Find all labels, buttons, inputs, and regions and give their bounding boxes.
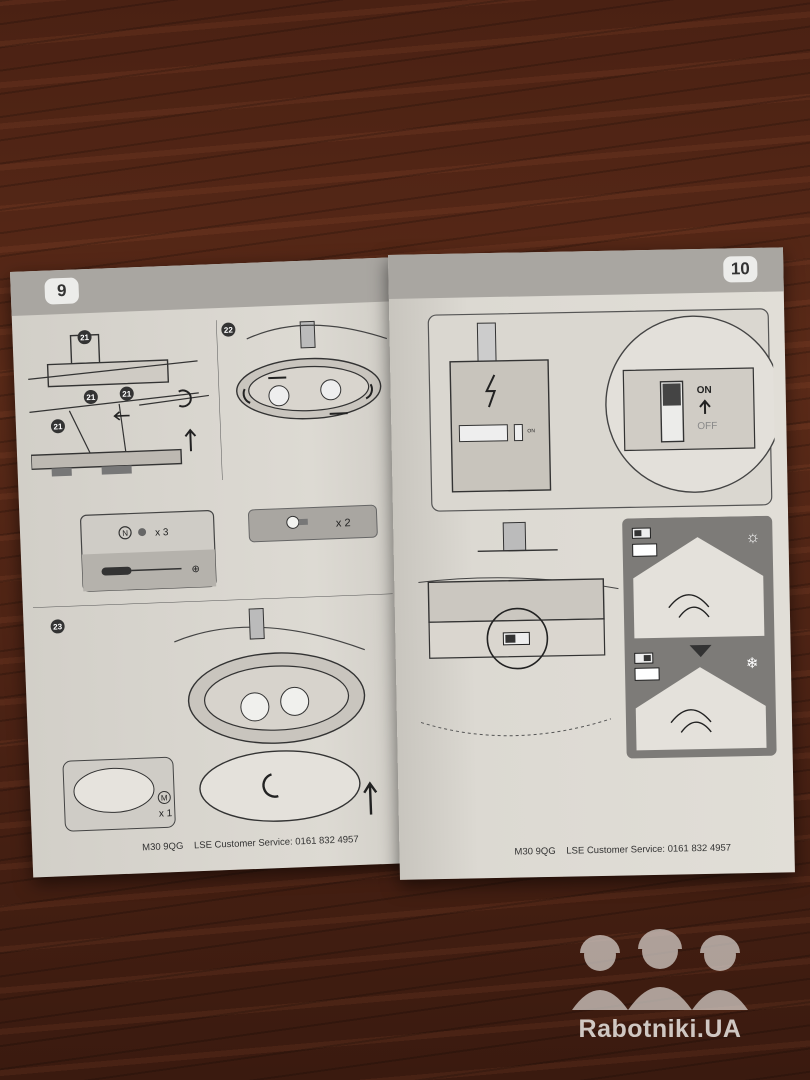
- step-22-parts-box: x 2: [248, 504, 378, 543]
- step-23-illustration: 23 M x 1: [32, 593, 393, 832]
- page-number: 10: [723, 255, 758, 283]
- footer-postcode: M30 9QG: [514, 845, 556, 858]
- fan-mode-illustration: ☼ ❄: [418, 515, 777, 759]
- part-qty: x 1: [159, 808, 173, 820]
- part-qty: x 3: [155, 527, 169, 539]
- step-number: 22: [224, 325, 234, 334]
- footer-postcode: M30 9QG: [141, 840, 184, 854]
- watermark-text: Rabotniki.UA: [578, 1015, 742, 1043]
- callout-label: 21: [80, 333, 90, 342]
- step-21-illustration: 21 21 21 21: [28, 330, 209, 477]
- callout-label: 21: [122, 389, 132, 398]
- svg-text:☼: ☼: [745, 529, 760, 546]
- manual-page-10: 10 ON ON OFF ☼: [388, 247, 795, 880]
- switch-on-label: ON: [697, 385, 712, 396]
- page-number: 9: [44, 277, 80, 305]
- step-number: 23: [53, 622, 63, 631]
- step-22-illustration: 22: [215, 320, 388, 481]
- power-switch-illustration: ON ON OFF: [427, 308, 776, 512]
- callout-label: 21: [53, 422, 63, 431]
- step-21-parts-box: N x 3 ⊕: [80, 509, 217, 592]
- footer-service: LSE Customer Service: 0161 832 4957: [566, 842, 732, 857]
- page-footer: M30 9QG LSE Customer Service: 0161 832 4…: [514, 843, 731, 858]
- switch-off-label: OFF: [697, 421, 717, 432]
- watermark-workers-logo: [572, 929, 748, 1010]
- svg-text:⊕: ⊕: [191, 564, 200, 575]
- small-on-label: ON: [527, 428, 535, 434]
- part-label-n: N: [122, 529, 128, 538]
- callout-label: 21: [86, 393, 96, 402]
- manual-page-9: 9 21 21 21 21 N x 3 ⊕ 22: [10, 256, 425, 878]
- svg-text:❄: ❄: [746, 655, 759, 672]
- part-label-m: M: [161, 793, 168, 802]
- part-qty: x 2: [336, 517, 351, 530]
